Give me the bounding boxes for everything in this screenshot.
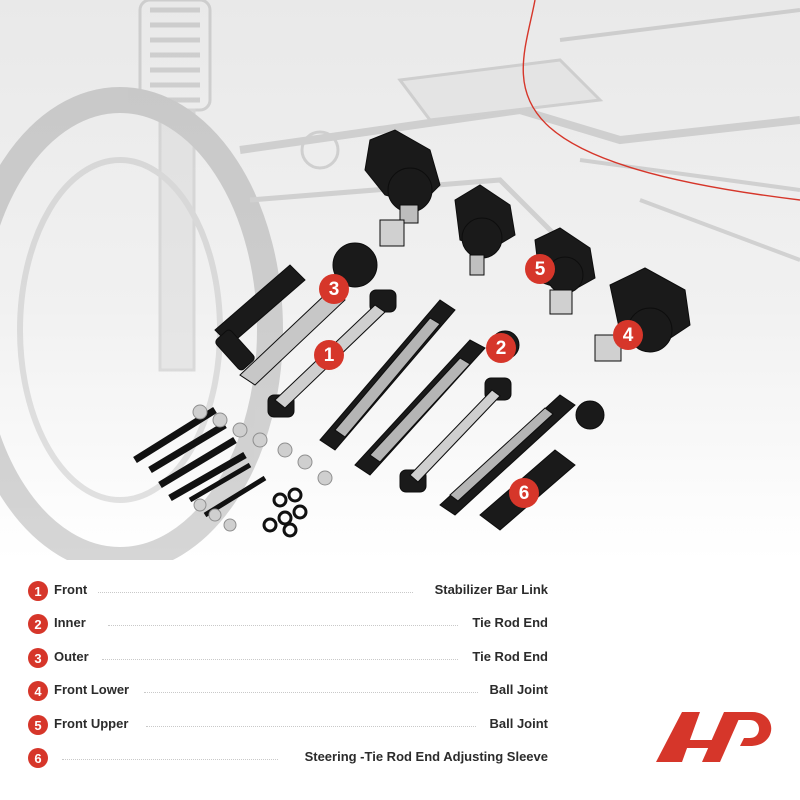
ball-joint-upper <box>454 184 596 315</box>
legend-number-badge: 6 <box>28 748 48 768</box>
legend-part-label: Steering -Tie Rod End Adjusting Sleeve <box>304 749 548 764</box>
legend-part-label: Tie Rod End <box>472 649 548 664</box>
callout-badge-3: 3 <box>319 274 349 304</box>
ball-joint-lower <box>594 267 691 362</box>
leader-line <box>62 759 278 760</box>
product-photo: 3 1 2 5 4 6 <box>0 0 800 560</box>
hardware-nuts <box>192 404 333 532</box>
legend-row-3: 3 Outer Tie Rod End <box>28 648 548 672</box>
leader-line <box>102 659 458 660</box>
background-car-illustration <box>0 0 800 560</box>
legend-part-label: Stabilizer Bar Link <box>434 582 548 597</box>
legend-part-label: Tie Rod End <box>472 615 548 630</box>
brand-logo-icon <box>656 712 772 762</box>
parts-legend: 1 Front Stabilizer Bar Link 2 Inner Tie … <box>0 574 800 784</box>
inner-tie-rods <box>319 299 605 516</box>
legend-position-label: Front <box>54 582 88 597</box>
legend-part-label: Ball Joint <box>489 716 548 731</box>
legend-position-label: Front Upper <box>54 716 129 731</box>
hardware-bolts <box>133 407 267 518</box>
callout-badge-2: 2 <box>486 333 516 363</box>
leader-line <box>108 625 458 626</box>
legend-position-label: Inner <box>54 615 86 630</box>
outer-tie-rod <box>214 242 378 386</box>
parts-group <box>133 129 691 538</box>
legend-number-badge: 2 <box>28 614 48 634</box>
legend-number-badge: 5 <box>28 715 48 735</box>
legend-number-badge: 1 <box>28 581 48 601</box>
callout-badge-5: 5 <box>525 254 555 284</box>
hardware-washers <box>262 487 308 538</box>
legend-row-1: 1 Front Stabilizer Bar Link <box>28 581 548 605</box>
legend-position-label: Front Lower <box>54 682 130 697</box>
legend-position-label: Outer <box>54 649 89 664</box>
leader-line <box>146 726 476 727</box>
callout-badge-1: 1 <box>314 340 344 370</box>
ball-joint-top <box>364 129 441 247</box>
callout-badge-4: 4 <box>613 320 643 350</box>
leader-line <box>98 592 413 593</box>
legend-part-label: Ball Joint <box>489 682 548 697</box>
leader-line <box>144 692 478 693</box>
legend-row-2: 2 Inner Tie Rod End <box>28 614 548 638</box>
red-accent-arc <box>522 0 800 201</box>
callout-badge-6: 6 <box>509 478 539 508</box>
legend-row-6: 6 Steering -Tie Rod End Adjusting Sleeve <box>28 748 548 772</box>
legend-row-4: 4 Front Lower Ball Joint <box>28 681 548 705</box>
legend-row-5: 5 Front Upper Ball Joint <box>28 715 548 739</box>
legend-number-badge: 4 <box>28 681 48 701</box>
legend-number-badge: 3 <box>28 648 48 668</box>
